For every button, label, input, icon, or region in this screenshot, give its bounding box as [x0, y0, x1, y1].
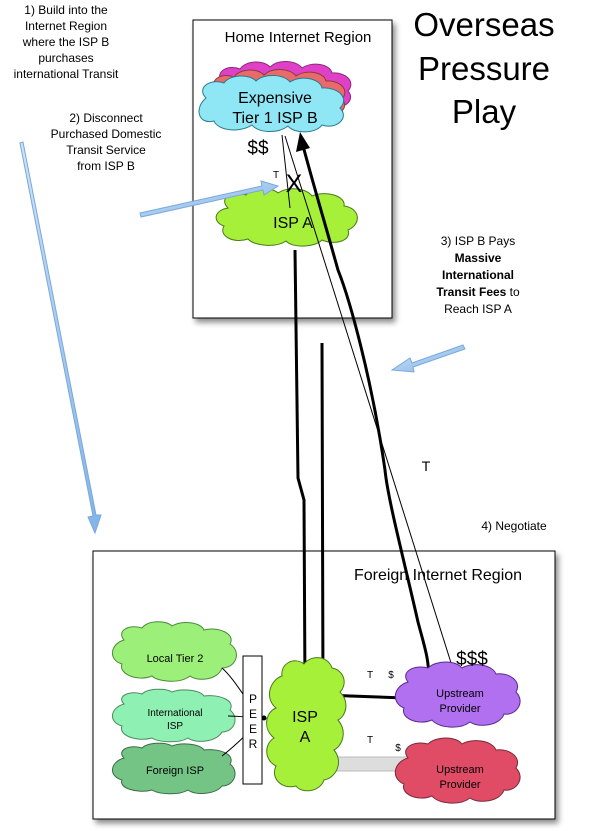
home-dollars-label: $$ — [247, 138, 269, 159]
peer-junction-dot — [261, 715, 267, 721]
peer-box — [242, 655, 263, 785]
step-4-text: 4) Negotiate — [481, 519, 547, 533]
home-transit-mark: T — [273, 170, 279, 181]
dollar-label-1: $ — [388, 670, 394, 681]
foreign-isp-label: Foreign ISP — [146, 765, 204, 777]
isp-b-to-upstream-thin-line — [284, 135, 453, 667]
foreign-isp-cloud — [112, 742, 236, 795]
isp-b-cloud-cyan — [198, 75, 345, 133]
step-2-line-1: 2) Disconnect — [69, 111, 143, 125]
foreign-isp-a-label-line-2: A — [300, 729, 311, 746]
international-isp-label-line-1: International — [147, 708, 202, 719]
step-3-line-5: Reach ISP A — [444, 302, 512, 316]
step-2-text: 2) Disconnect Purchased Domestic Transit… — [51, 111, 162, 173]
arrow-step-2 — [139, 180, 280, 218]
step-3-to: to — [506, 285, 520, 299]
disconnect-x-mark: X — [286, 170, 303, 198]
home-region-label: Home Internet Region — [225, 29, 372, 46]
title-line-2: Pressure — [418, 50, 550, 87]
step-3-line-2: Massive — [455, 251, 502, 265]
title-line-1: Overseas — [413, 6, 554, 43]
step-1-line-1: 1) Build into the — [24, 3, 108, 17]
arrow-step-3 — [390, 344, 466, 373]
upstream-to-isp-b-thick-line — [300, 141, 430, 700]
upstream-provider-1-cloud — [394, 661, 521, 728]
isp-b-label-line-1: Expensive — [238, 90, 312, 107]
title-line-3: Play — [452, 93, 517, 130]
arrow-step-1 — [19, 141, 102, 535]
step-2-line-4: from ISP B — [77, 159, 135, 173]
step-3-line-3: International — [442, 268, 514, 282]
step-3-text: 3) ISP B Pays Massive International Tran… — [436, 234, 520, 316]
isp-b-cloud-stack — [198, 61, 352, 133]
step-1-line-4: purchases — [38, 51, 93, 65]
upstream-provider-1-label-line-1: Upstream — [436, 688, 484, 700]
home-transit-line — [281, 134, 291, 209]
mid-transit-label: T — [422, 458, 431, 474]
step-3-line-1: 3) ISP B Pays — [441, 234, 515, 248]
foreign-dollars-label: $$$ — [456, 649, 488, 670]
step-3-line-4: Transit Fees to — [436, 285, 520, 299]
local-tier-2-label: Local Tier 2 — [147, 653, 204, 665]
home-isp-a-label: ISP A — [273, 215, 313, 232]
step-2-line-3: Transit Service — [66, 143, 146, 157]
international-isp-label-line-2: ISP — [167, 721, 183, 732]
step-1-text: 1) Build into the Internet Region where … — [14, 3, 119, 81]
upstream-provider-2-label-line-2: Provider — [440, 779, 481, 791]
upstream-provider-2-label-line-1: Upstream — [436, 764, 484, 776]
isp-b-label-line-2: Tier 1 ISP B — [232, 110, 317, 127]
peer-letter-e1: E — [249, 707, 257, 721]
foreign-isp-a-label-line-1: ISP — [292, 709, 318, 726]
isp-b-arrowhead — [296, 132, 310, 152]
international-isp-cloud — [112, 688, 236, 743]
step-1-line-3: where the ISP B — [22, 35, 110, 49]
home-isp-a-to-foreign-isp-a-line — [293, 249, 307, 691]
transit-label-1: T — [367, 670, 373, 681]
foreign-isp-a-cloud — [266, 657, 347, 792]
foreign-region-label: Foreign Internet Region — [354, 567, 522, 584]
step-1-line-2: Internet Region — [25, 19, 107, 33]
dollar-label-2: $ — [395, 743, 401, 754]
upstream-provider-1-label-line-2: Provider — [440, 703, 481, 715]
transit-label-2: T — [367, 735, 373, 746]
step-2-line-2: Purchased Domestic — [51, 127, 162, 141]
peer-letter-p: P — [249, 692, 257, 706]
step-3-transit-fees: Transit Fees — [436, 285, 506, 299]
upstream-provider-2-cloud — [394, 737, 521, 804]
peer-letter-r: R — [249, 737, 258, 751]
local-tier-2-cloud — [112, 621, 237, 682]
step-1-line-5: international Transit — [14, 67, 119, 81]
peer-letter-e2: E — [249, 722, 257, 736]
